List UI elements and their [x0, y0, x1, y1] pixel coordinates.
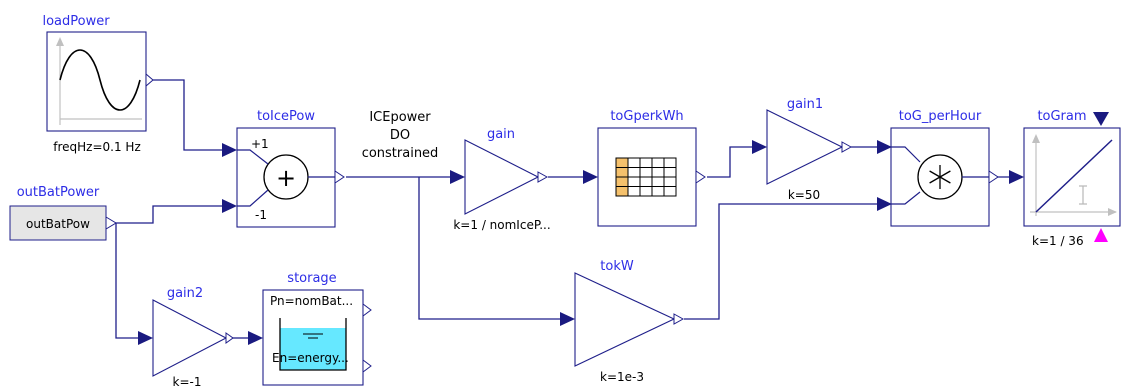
output-port[interactable]: [334, 170, 345, 184]
block-loadpower[interactable]: loadPower freqHz=0.1 Hz: [42, 14, 154, 154]
block-param: k=1 / 36: [1032, 234, 1084, 248]
tank-liquid: [280, 328, 346, 370]
block-title: toGram: [1037, 109, 1086, 124]
product-input-line: [891, 146, 921, 163]
storage-en-label: En=energy...: [272, 351, 349, 365]
plus-icon: +: [276, 164, 296, 192]
sine-wave-icon: [59, 49, 141, 111]
block-title: gain: [487, 127, 515, 142]
block-title: gain1: [787, 97, 823, 112]
output-port[interactable]: [988, 170, 999, 184]
block-param: k=1e-3: [600, 370, 644, 384]
arrow-storage-in: [248, 331, 263, 345]
block-gain1[interactable]: gain1 k=50: [766, 97, 853, 202]
output-port[interactable]: [673, 313, 685, 325]
wire-loadpower-to-icepow[interactable]: [153, 79, 222, 151]
block-frame: [46, 31, 147, 132]
arrow-gain-in: [450, 170, 465, 184]
arrow-toGperkWh-in: [583, 170, 598, 184]
block-title: outBatPower: [17, 185, 100, 200]
wire-outbat-to-gain2[interactable]: [115, 223, 138, 339]
block-toG-perhour[interactable]: toG_perHour: [890, 109, 999, 227]
output-port[interactable]: [695, 170, 706, 184]
block-title: gain2: [167, 286, 203, 301]
axis-arrow-icon: [56, 37, 64, 46]
block-title: tokW: [600, 259, 634, 274]
block-title: storage: [287, 271, 336, 286]
wire-label-line2: DO: [390, 128, 410, 143]
wire-tokw-to-toGperHour[interactable]: [684, 203, 877, 320]
output-port-pn[interactable]: [362, 303, 372, 317]
arrow-toGperHour-in2: [877, 197, 892, 211]
output-port-en[interactable]: [362, 359, 372, 373]
output-port[interactable]: [105, 216, 117, 230]
wire-outbat-to-icepow[interactable]: [116, 205, 222, 224]
output-port[interactable]: [145, 72, 154, 88]
block-outbatpower[interactable]: outBatPower outBatPow: [9, 185, 117, 241]
minus-input-label: -1: [255, 208, 267, 222]
marker-down-icon[interactable]: [1093, 112, 1109, 126]
block-title: toG_perHour: [899, 109, 982, 124]
wire-label-line3: constrained: [362, 146, 439, 161]
block-param: freqHz=0.1 Hz: [53, 140, 141, 154]
sum-input-line: [237, 149, 269, 165]
plus-input-label: +1: [251, 137, 269, 151]
block-togperkwh[interactable]: toGperkWh: [597, 109, 706, 227]
marker-up-icon[interactable]: [1094, 228, 1108, 242]
output-port[interactable]: [841, 141, 853, 153]
block-tokw[interactable]: tokW k=1e-3: [574, 259, 685, 384]
arrow-icepow-plus: [222, 143, 237, 157]
axis-arrow-icon: [1032, 134, 1040, 143]
arrow-gain2-in: [138, 331, 153, 345]
block-title: toIcePow: [257, 109, 315, 124]
block-param: k=-1: [173, 375, 202, 387]
wire-label-line1: ICEpower: [369, 110, 431, 125]
block-title: loadPower: [42, 14, 110, 29]
product-input-line: [891, 191, 921, 205]
gain-triangle-icon: [766, 109, 844, 185]
axis-arrow-icon: [1108, 208, 1117, 216]
wire-label-icepower: ICEpower DO constrained: [362, 110, 439, 161]
block-frame: [9, 205, 107, 241]
block-param: k=1 / nomIceP...: [453, 218, 550, 232]
gain-triangle-icon: [574, 272, 676, 367]
sum-input-line: [237, 189, 269, 207]
block-gain2[interactable]: gain2 k=-1: [152, 286, 234, 387]
output-port[interactable]: [225, 332, 234, 344]
block-togram[interactable]: toGram k=1 / 36: [1023, 109, 1121, 248]
output-port[interactable]: [537, 171, 549, 183]
integrator-ramp-icon: [1035, 139, 1113, 213]
arrow-gain1-in: [752, 140, 767, 154]
block-title: toGperkWh: [610, 109, 683, 124]
arrow-toGram-in: [1009, 170, 1024, 184]
storage-pn-label: Pn=nomBat...: [270, 294, 353, 308]
table-grid-icon: [615, 157, 677, 197]
block-param: k=50: [788, 188, 820, 202]
block-storage[interactable]: storage Pn=nomBat... En=energy...: [262, 271, 372, 386]
block-label: outBatPow: [26, 217, 90, 231]
arrow-icepow-minus: [222, 199, 237, 213]
block-gain[interactable]: gain k=1 / nomIceP...: [453, 127, 550, 232]
arrow-toGperHour-in1: [877, 140, 892, 154]
arrow-tokw-in: [560, 312, 575, 326]
gain-triangle-icon: [464, 139, 540, 215]
connections: [115, 79, 1024, 345]
tank-icon: [279, 318, 347, 371]
gain-triangle-icon: [152, 299, 228, 377]
wire-toGperkWh-to-gain1[interactable]: [707, 146, 752, 178]
multiply-star-icon: [929, 165, 951, 189]
integral-symbol-icon: [1079, 185, 1087, 205]
wire-icepow-to-tokw[interactable]: [418, 177, 560, 320]
block-toicepow[interactable]: toIcePow + +1 -1: [236, 109, 345, 228]
